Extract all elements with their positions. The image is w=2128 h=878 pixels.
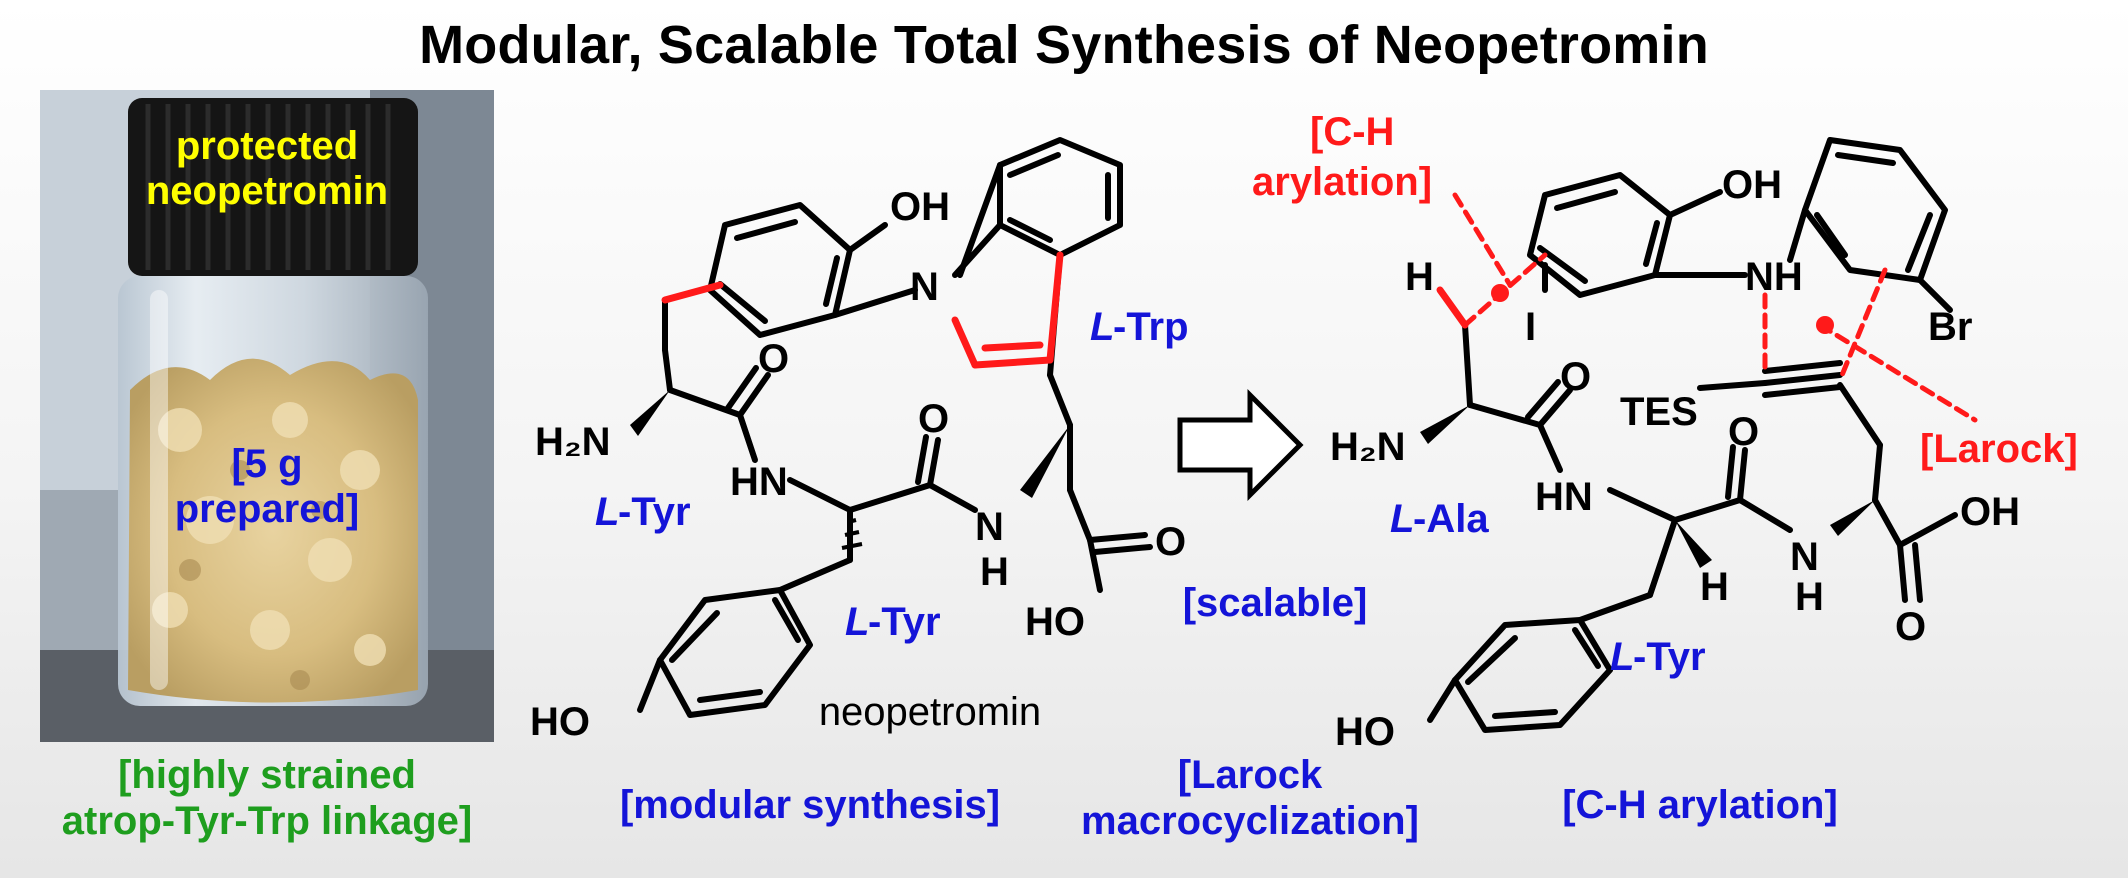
- right-h-top-label: H: [1405, 255, 1434, 299]
- right-amide-hn-label: HN: [1535, 475, 1593, 519]
- right-hydroxyl-label: OH: [1722, 163, 1782, 207]
- left-tyr1-l-label: L: [595, 490, 619, 534]
- right-aniline-nh-label: NH: [1745, 255, 1803, 299]
- right-ala-l-label: L: [1390, 497, 1414, 541]
- right-tyr-l-label: L: [1610, 635, 1634, 679]
- right-tes-label: TES: [1620, 390, 1698, 434]
- left-amide-h-label: H: [980, 550, 1009, 594]
- modular-synthesis-caption: [modular synthesis]: [619, 783, 1001, 827]
- left-carbonyl-o-mid: O: [918, 397, 949, 441]
- ch-arylation-caption: [C-H arylation]: [1562, 783, 1838, 827]
- right-amine-label: H₂N: [1330, 425, 1406, 469]
- left-acid-ho-label: HO: [1025, 600, 1085, 644]
- larock-macrocyclization-caption: [Larock macrocyclization]: [1081, 753, 1419, 843]
- right-ala-label: -Ala: [1413, 497, 1489, 541]
- left-hydroxyl-label: OH: [890, 185, 950, 229]
- left-tyr1-label: -Tyr: [618, 490, 691, 534]
- left-trp-label: -Trp: [1113, 305, 1189, 349]
- right-alpha-h-label: H: [1700, 565, 1729, 609]
- left-indole-n-label: N: [910, 265, 939, 309]
- right-acid-oh-label: OH: [1960, 490, 2020, 534]
- right-ch-label-2: arylation]: [1252, 160, 1432, 204]
- vial-illustration: [40, 90, 494, 742]
- retrosynthesis-arrow: [1177, 388, 1304, 502]
- ch-arylation-site-dot: [1491, 284, 1509, 302]
- scale-label-line-2: prepared]: [174, 486, 360, 531]
- compound-name: neopetromin: [818, 690, 1042, 734]
- left-carbonyl-o-top: O: [758, 337, 789, 381]
- right-acid-o-label: O: [1895, 605, 1926, 649]
- left-tyr2-l-label: L: [845, 600, 869, 644]
- right-ch-label-1: [C-H: [1310, 110, 1394, 154]
- right-amide-n-label: N: [1790, 535, 1819, 579]
- vial-label-line-2: neopetromin: [145, 168, 389, 213]
- page-title: Modular, Scalable Total Synthesis of Neo…: [419, 15, 1709, 75]
- scalable-caption: [scalable]: [1182, 581, 1368, 625]
- strained-linkage-caption: [highly strained atrop-Tyr-Trp linkage]: [61, 753, 473, 843]
- right-phenol-ho-label: HO: [1335, 710, 1395, 754]
- left-trp-l-label: L: [1090, 305, 1114, 349]
- right-larock-label: [Larock]: [1920, 427, 2078, 471]
- left-phenol-ho-label: HO: [530, 700, 590, 744]
- left-amine-label: H₂N: [535, 420, 611, 464]
- vial-photo: protected neopetromin [5 g prepared]: [40, 90, 494, 742]
- right-tyr-label: -Tyr: [1633, 635, 1706, 679]
- vial-label-line-1: protected: [175, 124, 359, 168]
- right-iodo-label: I: [1525, 305, 1536, 349]
- scale-label-line-1: [5 g: [231, 442, 303, 486]
- left-acid-o-label: O: [1155, 520, 1186, 564]
- larock-site-dot: [1816, 316, 1834, 334]
- right-carbonyl-o-top: O: [1560, 355, 1591, 399]
- right-carbonyl-o-mid: O: [1728, 410, 1759, 454]
- right-bromo-label: Br: [1928, 305, 1972, 349]
- left-tyr2-label: -Tyr: [868, 600, 941, 644]
- right-amide-h-label: H: [1795, 575, 1824, 619]
- left-amide-n-label: N: [975, 505, 1004, 549]
- left-amide-hn-label: HN: [730, 460, 788, 504]
